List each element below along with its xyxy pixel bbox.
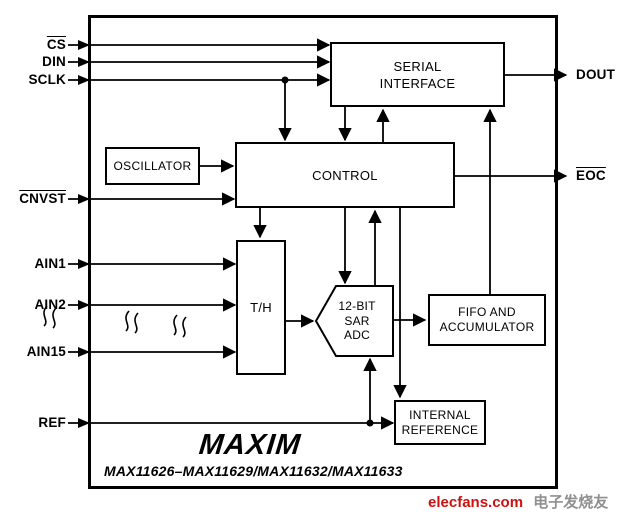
oscillator-label: OSCILLATOR xyxy=(113,158,192,173)
track-hold-label: T/H xyxy=(250,300,272,315)
oscillator-block: OSCILLATOR xyxy=(105,147,200,185)
ref-junction-dot xyxy=(366,419,374,427)
adc-label: 12-BIT SAR ADC xyxy=(322,299,392,343)
ain15-pin-text: AIN15 xyxy=(26,344,66,359)
cnvst-entry-arrow xyxy=(78,194,90,204)
fifo-accumulator-label: FIFO AND ACCUMULATOR xyxy=(440,305,535,335)
ain2-pin-text: AIN2 xyxy=(34,297,66,312)
serial-interface-label-line2: INTERFACE xyxy=(379,75,456,91)
cs-pin-text: CS xyxy=(46,37,66,52)
serial-interface-label-line1: SERIAL xyxy=(393,58,442,74)
watermark-site-text: elecfans.com xyxy=(428,494,524,511)
pin-label-din: DIN xyxy=(8,53,66,71)
adc-block-shape xyxy=(314,285,394,357)
adc-label-line2: SAR xyxy=(344,313,370,328)
fifo-label-line2: ACCUMULATOR xyxy=(439,320,535,334)
fifo-accumulator-block: FIFO AND ACCUMULATOR xyxy=(428,294,546,346)
ain1-pin-text: AIN1 xyxy=(34,256,66,271)
pin-label-eoc: EOC xyxy=(576,167,636,185)
watermark: elecfans.com 电子发烧友 xyxy=(428,491,608,512)
break-mark xyxy=(173,314,187,338)
din-pin-text: DIN xyxy=(42,54,66,69)
internal-reference-block: INTERNAL REFERENCE xyxy=(394,400,486,445)
dout-pin-text: DOUT xyxy=(576,67,616,82)
ain2-entry-arrow xyxy=(78,300,90,310)
ain15-entry-arrow xyxy=(78,347,90,357)
maxim-logo: MAXIM xyxy=(168,429,331,462)
ain1-entry-arrow xyxy=(78,259,90,269)
cs-entry-arrow xyxy=(78,40,90,50)
sclk-pin-text: SCLK xyxy=(28,72,66,87)
serial-interface-label: SERIAL INTERFACE xyxy=(380,58,456,92)
internal-reference-label-line1: INTERNAL xyxy=(409,407,471,422)
pin-label-cs: CS xyxy=(8,36,66,54)
fifo-label-line1: FIFO AND xyxy=(458,305,516,319)
chip-outline xyxy=(88,15,558,489)
maxim-logo-text: MAXIM xyxy=(197,429,303,461)
control-block: CONTROL xyxy=(235,142,455,208)
signal-wires xyxy=(68,38,568,430)
track-hold-block: T/H xyxy=(236,240,286,375)
pin-label-sclk: SCLK xyxy=(8,71,66,89)
watermark-tagline-text: 电子发烧友 xyxy=(533,494,609,511)
cnvst-pin-text: CNVST xyxy=(19,191,66,206)
adc-label-line1: 12-BIT xyxy=(338,299,376,313)
sclk-junction-dot xyxy=(281,76,289,84)
break-mark xyxy=(125,310,139,334)
pin-label-cnvst: CNVST xyxy=(8,190,66,208)
part-numbers-text: MAX11626–MAX11629/MAX11632/MAX11633 xyxy=(104,463,403,479)
part-numbers: MAX11626–MAX11629/MAX11632/MAX11633 xyxy=(104,463,403,479)
internal-reference-label: INTERNAL REFERENCE xyxy=(402,408,479,438)
ref-entry-arrow xyxy=(78,418,90,428)
pin-label-ain2: AIN2 xyxy=(8,296,66,314)
sclk-entry-arrow xyxy=(78,75,90,85)
control-label: CONTROL xyxy=(312,167,378,183)
pin-entry-arrows xyxy=(78,40,90,428)
pin-label-ain1: AIN1 xyxy=(8,255,66,273)
din-entry-arrow xyxy=(78,57,90,67)
pin-label-ain15: AIN15 xyxy=(8,343,66,361)
eoc-pin-text: EOC xyxy=(576,168,606,183)
serial-interface-block: SERIAL INTERFACE xyxy=(330,42,505,107)
internal-reference-label-line2: REFERENCE xyxy=(401,422,479,437)
pin-label-ref: REF xyxy=(8,414,66,432)
pin-label-dout: DOUT xyxy=(576,66,636,84)
ref-pin-text: REF xyxy=(38,415,66,430)
adc-label-line3: ADC xyxy=(344,328,370,342)
